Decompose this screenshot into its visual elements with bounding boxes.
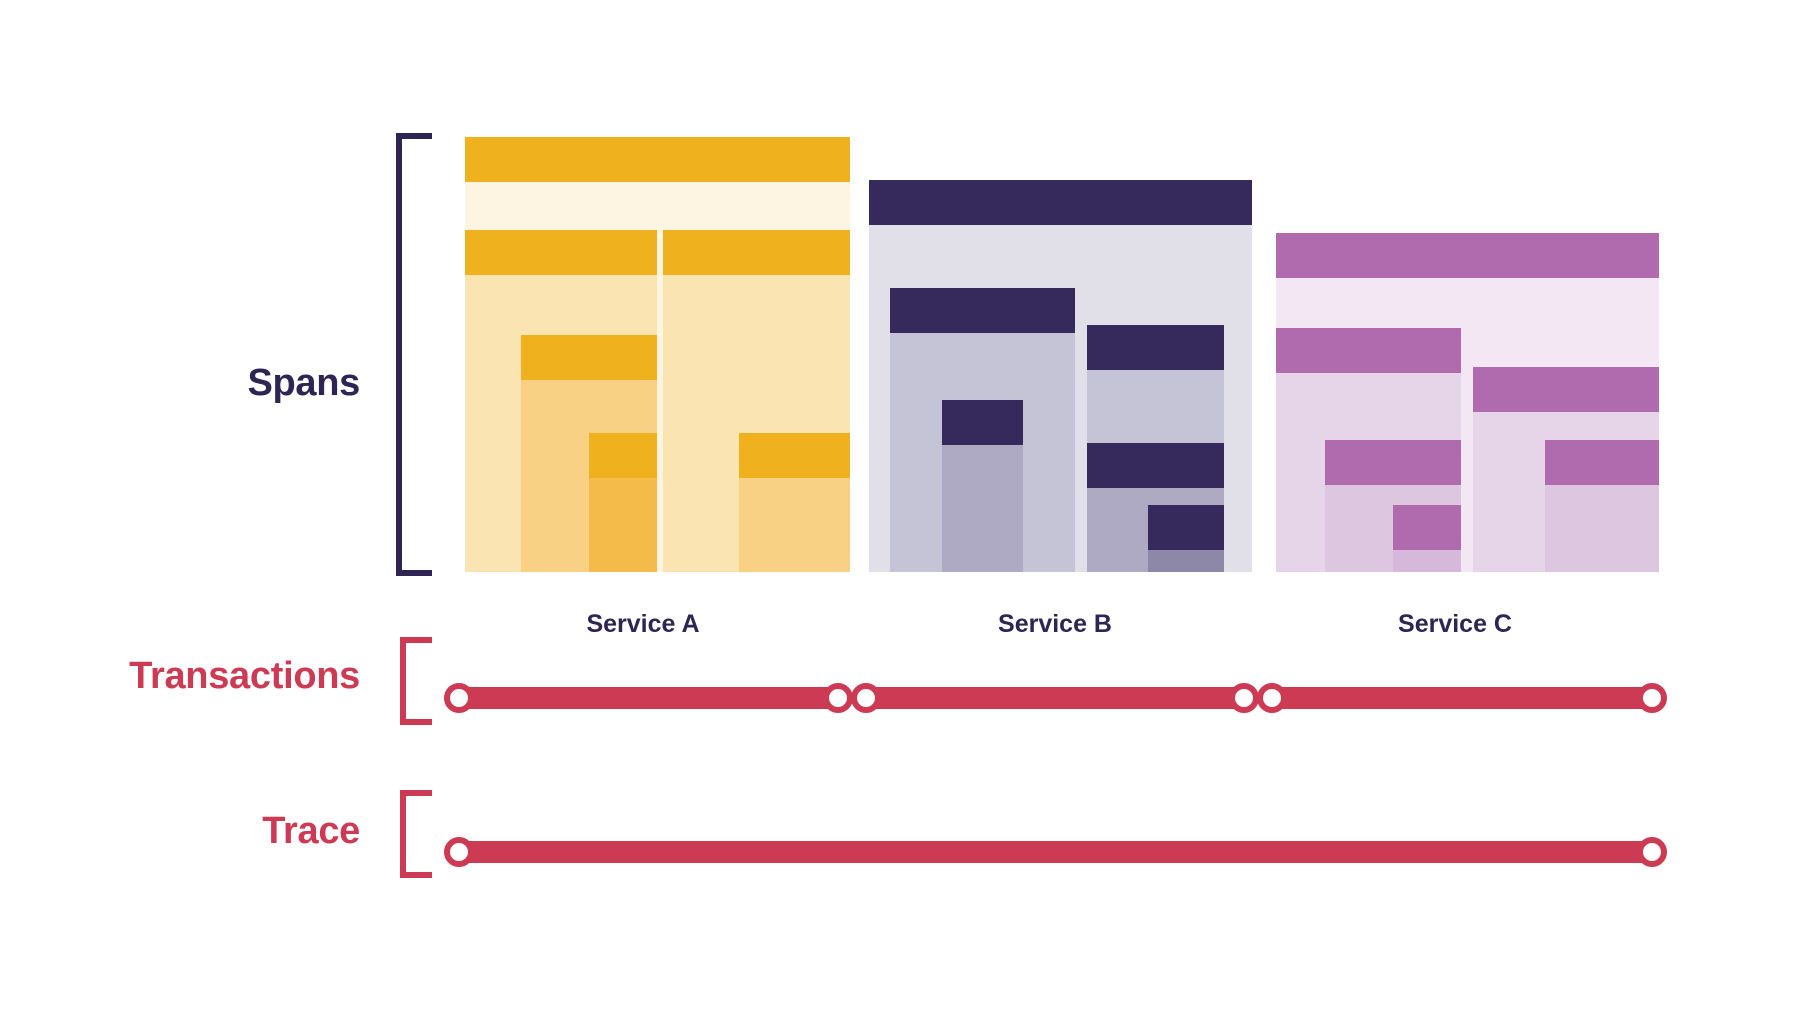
- trace-full-end-node[interactable]: [1637, 837, 1667, 867]
- trace-bracket: [400, 790, 432, 878]
- service-caption-service-c: Service C: [1398, 610, 1512, 638]
- span-a-grandchild-2-header: [739, 433, 850, 478]
- transaction-service-b-start-node[interactable]: [851, 683, 881, 713]
- span-b-child-2-header: [1087, 325, 1224, 370]
- span-a-grandchild-1-header: [521, 335, 657, 380]
- span-b-child-1-header: [890, 288, 1075, 333]
- span-b-grandchild-1: [942, 400, 1023, 572]
- transaction-service-c-end-node[interactable]: [1637, 683, 1667, 713]
- transaction-service-b-end-node[interactable]: [1229, 683, 1259, 713]
- span-c-child-1-header: [1276, 328, 1461, 373]
- span-b-leaf-1-header: [1148, 505, 1224, 550]
- transaction-service-c-start-node[interactable]: [1257, 683, 1287, 713]
- transaction-service-a-start-node[interactable]: [444, 683, 474, 713]
- transaction-service-a-line: [459, 687, 838, 709]
- span-b-grandchild-1-header: [942, 400, 1023, 445]
- row-label-spans: Spans: [247, 362, 360, 404]
- span-b-grandchild-2-header: [1087, 443, 1224, 488]
- span-b-leaf-1: [1148, 505, 1224, 572]
- transaction-service-c-line: [1272, 687, 1652, 709]
- span-a-leaf-1-header: [589, 433, 657, 478]
- span-a-leaf-1: [589, 433, 657, 572]
- span-a-grandchild-2: [739, 433, 850, 572]
- span-c-child-2-header: [1473, 367, 1659, 412]
- trace-full-line: [459, 841, 1652, 863]
- span-b-root-header: [869, 180, 1252, 225]
- span-c-leaf-1-header: [1393, 505, 1461, 550]
- span-c-grandchild-1-header: [1325, 440, 1461, 485]
- trace-full-start-node[interactable]: [444, 837, 474, 867]
- span-a-child-2-header: [663, 230, 850, 275]
- span-c-root-header: [1276, 233, 1659, 278]
- row-label-trace: Trace: [262, 810, 360, 852]
- row-label-transactions: Transactions: [129, 655, 360, 697]
- span-c-grandchild-2-header: [1545, 440, 1659, 485]
- span-a-root-header: [465, 137, 850, 182]
- span-c-leaf-1: [1393, 505, 1461, 572]
- transactions-bracket: [400, 637, 432, 725]
- span-a-child-1-header: [465, 230, 657, 275]
- service-caption-service-b: Service B: [998, 610, 1112, 638]
- spans-bracket: [396, 133, 432, 576]
- transaction-service-a-end-node[interactable]: [823, 683, 853, 713]
- service-caption-service-a: Service A: [586, 610, 700, 638]
- span-c-grandchild-2: [1545, 440, 1659, 572]
- transaction-service-b-line: [866, 687, 1244, 709]
